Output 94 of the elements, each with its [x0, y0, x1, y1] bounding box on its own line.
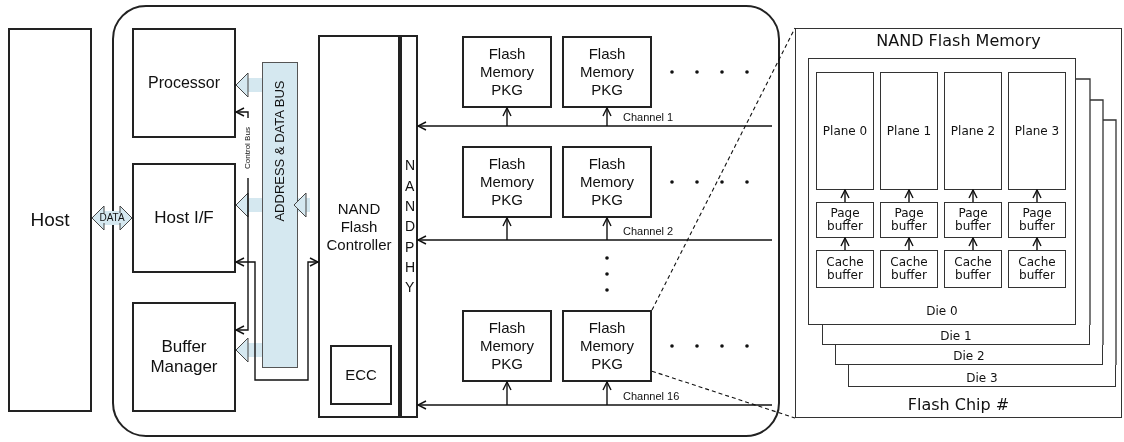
arrow [417, 235, 773, 245]
controller-box [318, 35, 400, 418]
plane-box [1008, 72, 1066, 190]
cache-buffer-box [944, 250, 1002, 288]
box-label: Flash Memory PKG [578, 319, 636, 373]
box-label: Die 1 [940, 328, 972, 343]
box-label: Host [30, 208, 70, 232]
box-label: Flash Memory PKG [478, 45, 536, 99]
box-label: Plane 1 [886, 124, 932, 138]
box-label: Buffer Manager [149, 336, 219, 378]
arrow [968, 189, 978, 203]
die-card [822, 325, 1090, 345]
edge-label: Channel 16 [622, 391, 681, 402]
package-box [462, 310, 552, 382]
die-card [835, 345, 1103, 365]
bus-label: Control Bus [243, 126, 253, 171]
arrow [235, 177, 249, 335]
arrow [1032, 189, 1042, 203]
box-label: Die 0 [926, 303, 958, 318]
arrow [840, 189, 850, 203]
box-label: Cache buffer [825, 256, 865, 282]
arrow [417, 400, 773, 410]
arrow [840, 237, 850, 251]
package-box [562, 36, 652, 108]
phy-box [400, 35, 418, 418]
package-box [462, 146, 552, 218]
package-box [562, 146, 652, 218]
buffer-manager-box [132, 302, 236, 412]
bus-label: ADDRESS & DATA BUS [272, 79, 288, 224]
box-label: Flash Memory PKG [578, 45, 636, 99]
ecc-box [330, 345, 392, 405]
package-box [462, 36, 552, 108]
bus-bar [262, 62, 298, 368]
box-label: Page buffer [890, 207, 928, 233]
page-buffer-box [816, 202, 874, 238]
box-label: Plane 2 [950, 124, 996, 138]
bus-arrow [235, 192, 262, 218]
arrow [968, 237, 978, 251]
bus-arrow [235, 72, 262, 98]
box-label: Cache buffer [1017, 256, 1057, 282]
chip-box [795, 28, 1122, 418]
processor-box [132, 28, 236, 138]
box-label: Host I/F [154, 207, 214, 229]
box-label: Flash Memory PKG [478, 155, 536, 209]
arrow [904, 237, 914, 251]
box-label: Page buffer [1018, 207, 1056, 233]
bus-arrow [91, 205, 133, 231]
box-label: Processor [148, 73, 220, 93]
box-label: Flash Memory PKG [478, 319, 536, 373]
zoom-line [651, 27, 796, 311]
page-buffer-box [1008, 202, 1066, 238]
box-label: Flash Chip # [907, 394, 1010, 414]
page-buffer-box [944, 202, 1002, 238]
box-label: NAND Flash Memory [876, 31, 1041, 51]
cache-buffer-box [880, 250, 938, 288]
plane-box [880, 72, 938, 190]
arrow [602, 381, 612, 406]
cache-buffer-box [1008, 250, 1066, 288]
arrow [235, 107, 249, 119]
arrow [1032, 237, 1042, 251]
arrow [417, 121, 773, 131]
arrow [602, 217, 612, 241]
box-label: Page buffer [954, 207, 992, 233]
box-label: Plane 3 [1014, 124, 1060, 138]
zoom-line [651, 370, 796, 419]
box-label: NAND Flash Controller [325, 199, 393, 254]
box-label: Die 3 [966, 370, 998, 385]
package-box [562, 310, 652, 382]
cache-buffer-box [816, 250, 874, 288]
arrow [235, 257, 319, 381]
arrow [502, 107, 512, 127]
box-label: Flash Memory PKG [578, 155, 636, 209]
box-label: Cache buffer [953, 256, 993, 282]
box-label: Cache buffer [889, 256, 929, 282]
die-card [848, 365, 1116, 387]
box-label: ECC [345, 366, 377, 384]
box-label: Plane 0 [822, 124, 868, 138]
interface-box [132, 163, 236, 273]
edge-label: Channel 1 [622, 112, 675, 123]
box-label: Page buffer [826, 207, 864, 233]
host-box [8, 28, 92, 412]
arrow [502, 217, 512, 241]
edge-label: Channel 2 [622, 226, 675, 237]
bus-arrow [235, 337, 262, 363]
plane-box [944, 72, 1002, 190]
die-card [808, 58, 1076, 325]
plane-box [816, 72, 874, 190]
arrow [904, 189, 914, 203]
arrow [602, 107, 612, 127]
edge-label: DATA [98, 213, 126, 223]
arrow [502, 381, 512, 406]
box-label: NAND PHY [405, 156, 413, 298]
box-label: Die 2 [953, 348, 985, 363]
page-buffer-box [880, 202, 938, 238]
